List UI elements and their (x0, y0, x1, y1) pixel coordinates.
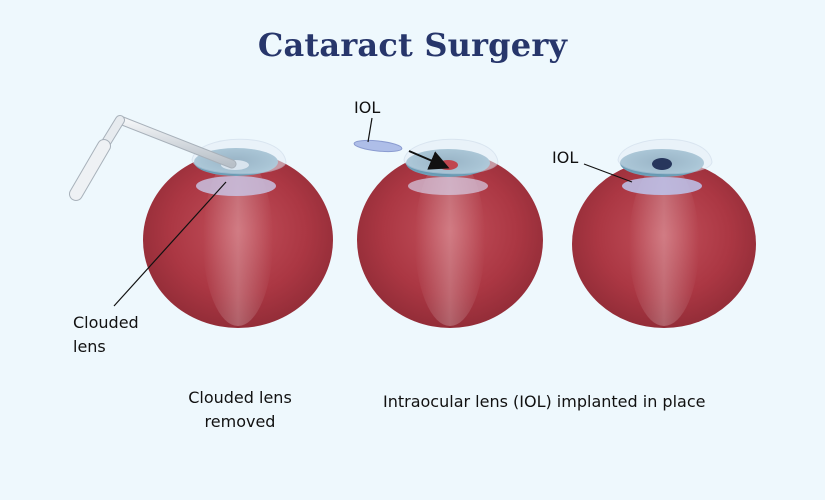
eye-3-iol-implanted (572, 138, 756, 328)
label-removed-line2: removed (204, 412, 276, 431)
leader-line-iol-top (367, 117, 373, 143)
iol-lens-floating (353, 139, 403, 153)
eye-1-clouded-lens (69, 115, 333, 328)
insertion-arrow (408, 150, 450, 170)
lens-space-2 (408, 177, 488, 195)
label-iol-right: IOL (552, 148, 579, 167)
label-clouded-lens-removed: Clouded lens removed (160, 386, 320, 434)
surgical-instrument (69, 115, 237, 201)
page-title: Cataract Surgery (257, 26, 568, 64)
eyeball-1-highlight (203, 154, 273, 326)
label-clouded-lens-line2: lens (73, 337, 106, 356)
leader-line-iol-right (583, 163, 633, 183)
label-clouded-lens-line1: Clouded (73, 313, 139, 332)
iol-implanted-lens (622, 177, 702, 195)
label-removed-line1: Clouded lens (188, 388, 292, 407)
cornea-3 (617, 138, 713, 175)
label-iol-implanted: Intraocular lens (IOL) implanted in plac… (383, 392, 706, 411)
eye-2-iol-insertion (353, 138, 543, 328)
label-iol-top: IOL (354, 98, 381, 117)
clouded-lens-1 (196, 176, 276, 196)
leader-line-clouded-lens (113, 181, 227, 307)
eyeball-3-highlight (629, 162, 699, 326)
eyeball-2-highlight (415, 154, 485, 326)
cornea-1 (191, 138, 287, 175)
label-clouded-lens: Clouded lens (73, 311, 139, 359)
pupil-3 (652, 158, 672, 170)
